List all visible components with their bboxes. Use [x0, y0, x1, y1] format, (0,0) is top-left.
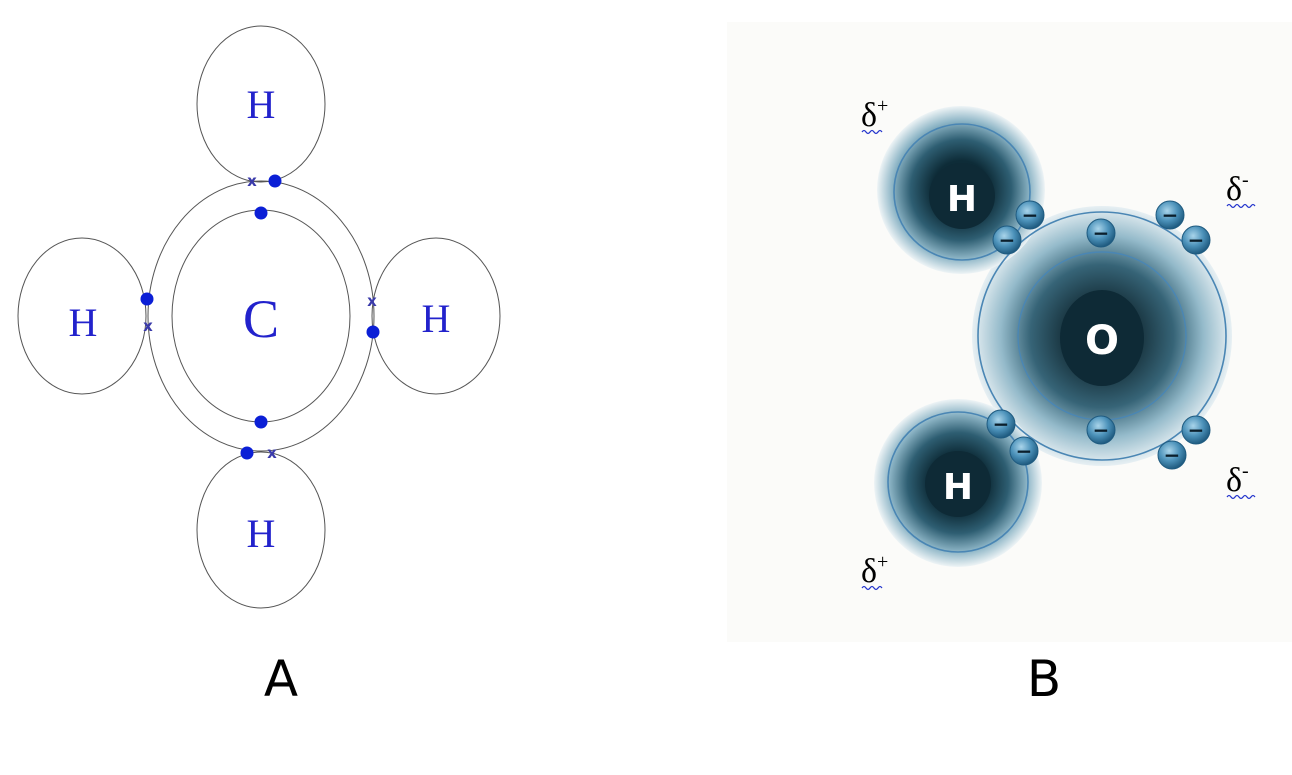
- svg-text:δ-: δ-: [1226, 169, 1249, 208]
- electron: −: [986, 409, 1016, 439]
- svg-text:−: −: [1162, 203, 1179, 227]
- svg-text:−: −: [1164, 443, 1181, 467]
- svg-text:−: −: [1093, 221, 1110, 245]
- svg-text:−: −: [1016, 439, 1033, 463]
- electron: −: [1009, 436, 1039, 466]
- hydrogen-lower-nucleus: [925, 451, 991, 517]
- hydrogen-bottom-shell: [196, 451, 326, 609]
- svg-text:δ-: δ-: [1226, 460, 1249, 499]
- svg-text:−: −: [1188, 418, 1205, 442]
- hydrogen-lower-symbol: H: [943, 467, 973, 508]
- bond-electron-dot-left: [140, 292, 154, 306]
- svg-text:δ+: δ+: [861, 95, 888, 134]
- hydrogen-right-symbol: H: [422, 296, 451, 341]
- oxygen-symbol: O: [1085, 318, 1119, 364]
- svg-text:δ+: δ+: [861, 551, 888, 590]
- panel-b-label: B: [1026, 650, 1062, 708]
- hydrogen-left-shell: [17, 237, 147, 395]
- hydrogen-bottom-symbol: H: [247, 511, 276, 556]
- hydrogen-top-symbol: H: [247, 82, 276, 127]
- panel-b-water-diagram: O H H − − − − − − − − − − δ+ δ- δ-: [727, 22, 1292, 642]
- svg-text:−: −: [999, 228, 1016, 252]
- bond-electron-cross-bottom: x: [267, 444, 277, 462]
- electron: −: [1086, 415, 1116, 445]
- bond-electron-cross-left: x: [143, 317, 153, 335]
- hydrogen-left-symbol: H: [69, 300, 98, 345]
- oxygen-nucleus: [1060, 290, 1144, 386]
- carbon-inner-electron-bottom: [254, 415, 268, 429]
- electron: −: [1155, 200, 1185, 230]
- electron: −: [1181, 225, 1211, 255]
- svg-text:−: −: [1022, 203, 1039, 227]
- svg-text:−: −: [1188, 228, 1205, 252]
- panel-a-label: A: [263, 650, 299, 708]
- partial-charge-upper-left: δ+: [861, 95, 888, 135]
- oxygen-outer-shell: [977, 211, 1227, 461]
- carbon-inner-electron-top: [254, 206, 268, 220]
- hydrogen-upper-symbol: H: [947, 179, 977, 220]
- hydrogen-upper-nucleus: [929, 163, 995, 229]
- bond-electron-cross-top: x: [247, 172, 257, 190]
- bond-electron-dot-bottom: [240, 446, 254, 460]
- electron-group: − − − − − − − − − −: [986, 200, 1211, 470]
- svg-text:−: −: [1093, 418, 1110, 442]
- electron: −: [1086, 218, 1116, 248]
- electron: −: [992, 225, 1022, 255]
- bond-electron-dot-right: [366, 325, 380, 339]
- carbon-outer-shell: [147, 180, 375, 452]
- partial-charge-lower-left: δ+: [861, 551, 888, 591]
- electron: −: [1015, 200, 1045, 230]
- panel-a-methane-diagram: C H H H H x x x x: [17, 25, 501, 609]
- hydrogen-upper-shell: [893, 123, 1031, 261]
- partial-charge-upper-right: δ-: [1226, 169, 1256, 209]
- svg-text:−: −: [993, 412, 1010, 436]
- bond-electron-dot-top: [268, 174, 282, 188]
- hydrogen-lower-shell: [887, 411, 1029, 553]
- electron: −: [1157, 440, 1187, 470]
- hydrogen-top-shell: [196, 25, 326, 183]
- partial-charge-lower-right: δ-: [1226, 460, 1256, 500]
- bond-electron-cross-right: x: [367, 292, 377, 310]
- hydrogen-right-shell: [371, 237, 501, 395]
- carbon-symbol: C: [243, 289, 279, 349]
- electron: −: [1181, 415, 1211, 445]
